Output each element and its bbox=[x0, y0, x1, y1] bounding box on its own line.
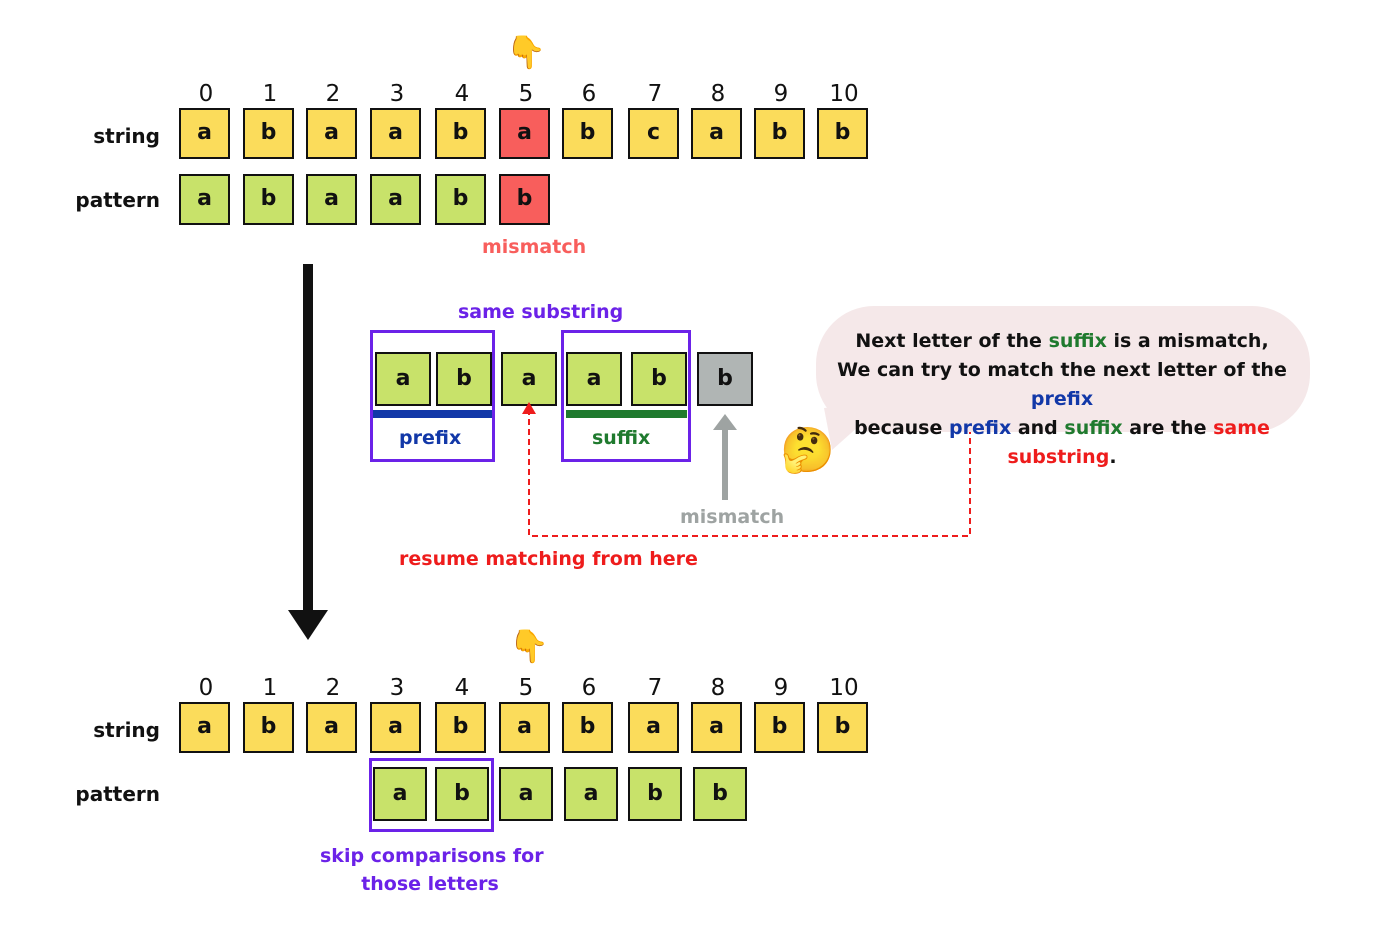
string-cell: b bbox=[754, 108, 805, 159]
middle-cell: b bbox=[436, 352, 492, 406]
index-label: 6 bbox=[581, 81, 597, 107]
same-substring-label: same substring bbox=[458, 301, 624, 323]
middle-cell: a bbox=[375, 352, 431, 406]
speech-bubble bbox=[816, 306, 1310, 432]
string-cell: a bbox=[628, 702, 679, 753]
index-label: 7 bbox=[647, 81, 663, 107]
resume-label: resume matching from here bbox=[399, 548, 698, 570]
skip-line-2: those letters bbox=[361, 873, 499, 895]
pattern-cell: b bbox=[435, 174, 486, 225]
string-row-label: string bbox=[93, 718, 160, 742]
index-label: 8 bbox=[710, 81, 726, 107]
pattern-cell: b bbox=[693, 767, 747, 821]
speech-bubble-tail bbox=[824, 402, 886, 450]
string-cell: b bbox=[562, 108, 613, 159]
index-label: 1 bbox=[262, 81, 278, 107]
pattern-cell: b bbox=[628, 767, 682, 821]
string-cell: a bbox=[306, 108, 357, 159]
index-label: 0 bbox=[198, 81, 214, 107]
index-label: 4 bbox=[454, 675, 470, 701]
down-arrow-icon bbox=[288, 264, 328, 640]
index-label: 2 bbox=[325, 81, 341, 107]
index-label: 3 bbox=[389, 675, 405, 701]
index-label: 6 bbox=[581, 675, 597, 701]
index-label: 10 bbox=[829, 675, 859, 701]
string-cell: b bbox=[243, 702, 294, 753]
skip-comparisons-label: skip comparisons for those letters bbox=[320, 842, 544, 898]
index-label: 7 bbox=[647, 675, 663, 701]
bubble-line-1: Next letter of the suffix is a mismatch, bbox=[855, 330, 1269, 352]
middle-cell: b bbox=[631, 352, 687, 406]
index-label: 2 bbox=[325, 675, 341, 701]
prefix-underline bbox=[373, 410, 492, 418]
string-cell: a bbox=[370, 108, 421, 159]
index-label: 0 bbox=[198, 675, 214, 701]
string-cell: a bbox=[691, 702, 742, 753]
resume-dashed-arrow bbox=[522, 402, 971, 537]
suffix-highlight-box bbox=[561, 330, 691, 462]
string-cell: b bbox=[817, 702, 868, 753]
mismatch-up-arrow-icon bbox=[713, 414, 737, 500]
bubble-line-3: because prefix and suffix are the same s… bbox=[854, 417, 1270, 468]
bubble-line-2: We can try to match the next letter of t… bbox=[837, 359, 1287, 410]
index-label: 1 bbox=[262, 675, 278, 701]
pattern-cell-mismatch: b bbox=[499, 174, 550, 225]
pattern-cell: a bbox=[306, 174, 357, 225]
middle-cell: a bbox=[566, 352, 622, 406]
grey-mismatch-label: mismatch bbox=[680, 506, 785, 528]
pointing-down-hand-icon: 👇 bbox=[509, 627, 549, 665]
string-row-label: string bbox=[93, 124, 160, 148]
string-cell: b bbox=[562, 702, 613, 753]
prefix-highlight-box bbox=[370, 330, 495, 462]
suffix-underline bbox=[566, 410, 687, 418]
string-cell: a bbox=[179, 108, 230, 159]
string-cell: b bbox=[243, 108, 294, 159]
index-label: 8 bbox=[710, 675, 726, 701]
index-label: 10 bbox=[829, 81, 859, 107]
string-cell: b bbox=[435, 108, 486, 159]
index-label: 5 bbox=[518, 81, 534, 107]
index-label: 9 bbox=[773, 81, 789, 107]
index-label: 3 bbox=[389, 81, 405, 107]
pattern-cell: a bbox=[373, 767, 427, 821]
string-cell: a bbox=[370, 702, 421, 753]
skip-line-1: skip comparisons for bbox=[320, 845, 544, 867]
prefix-label: prefix bbox=[399, 427, 462, 449]
string-cell: b bbox=[817, 108, 868, 159]
pattern-cell: a bbox=[564, 767, 618, 821]
pattern-cell: b bbox=[243, 174, 294, 225]
index-label: 5 bbox=[518, 675, 534, 701]
middle-cell-mismatch: b bbox=[697, 352, 753, 406]
skip-highlight-box bbox=[369, 758, 494, 832]
pointing-down-hand-icon: 👇 bbox=[506, 33, 546, 71]
string-cell: a bbox=[179, 702, 230, 753]
pattern-row-label: pattern bbox=[75, 782, 160, 806]
string-cell: b bbox=[435, 702, 486, 753]
pattern-cell: b bbox=[435, 767, 489, 821]
pattern-cell: a bbox=[499, 767, 553, 821]
string-cell: b bbox=[754, 702, 805, 753]
string-cell: c bbox=[628, 108, 679, 159]
string-cell: a bbox=[306, 702, 357, 753]
string-cell: a bbox=[499, 702, 550, 753]
pattern-cell: a bbox=[370, 174, 421, 225]
pattern-cell: a bbox=[179, 174, 230, 225]
suffix-label: suffix bbox=[592, 427, 651, 449]
mismatch-label: mismatch bbox=[482, 236, 587, 258]
string-cell-mismatch: a bbox=[499, 108, 550, 159]
index-label: 9 bbox=[773, 675, 789, 701]
speech-bubble-text: Next letter of the suffix is a mismatch,… bbox=[806, 327, 1318, 472]
string-cell: a bbox=[691, 108, 742, 159]
thinking-face-icon: 🤔 bbox=[780, 425, 835, 476]
index-label: 4 bbox=[454, 81, 470, 107]
pattern-row-label: pattern bbox=[75, 188, 160, 212]
